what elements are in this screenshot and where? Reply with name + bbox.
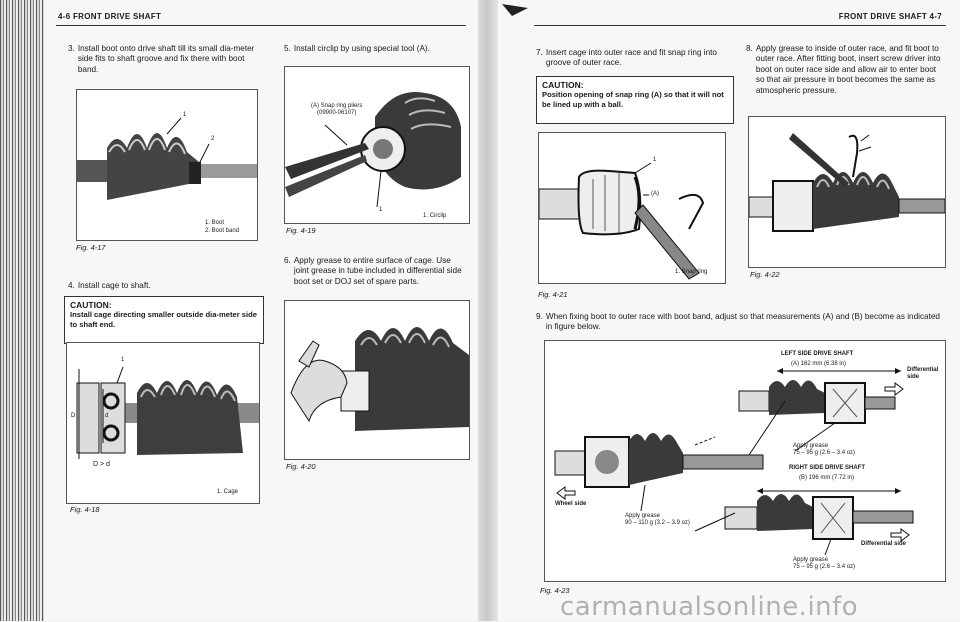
legend-item: 2. Boot band (205, 227, 240, 234)
caution-title: CAUTION: (542, 80, 584, 90)
greasing-cage-illustration (290, 327, 469, 431)
drive-shaft-assembly-illustration (554, 368, 914, 556)
right-drive-shaft-title: RIGHT SIDE DRIVE SHAFT (789, 465, 866, 471)
step-number: 4. (68, 281, 75, 290)
step-number: 7. (536, 48, 543, 57)
grease-title: Apply grease (625, 513, 661, 519)
step-text: Install cage to shaft. (77, 281, 151, 290)
figure-caption: Fig. 4-22 (750, 270, 780, 279)
right-page: FRONT DRIVE SHAFT 4-7 7. Insert cage int… (498, 0, 960, 621)
legend-item: 1. Boot (205, 220, 225, 226)
caution-box: CAUTION: Position opening of snap ring (… (536, 76, 734, 124)
figure-legend: 1. Circlip (423, 213, 446, 221)
header-rule-right (534, 25, 946, 26)
figure-caption: Fig. 4-23 (540, 586, 570, 595)
step-number: 5. (284, 44, 291, 53)
callout-1: 1 (653, 157, 657, 163)
step-3: 3. Install boot onto drive shaft till it… (68, 44, 260, 75)
screwdriver-in-boot-illustration (749, 133, 945, 232)
step-7: 7. Insert cage into outer race and fit s… (536, 48, 728, 69)
figure-4-23: LEFT SIDE DRIVE SHAFT (A) 162 mm (6.38 i… (544, 340, 946, 582)
step-4: 4. Install cage to shaft. (68, 281, 260, 291)
page-corner-mark (502, 4, 528, 16)
figure-caption: Fig. 4-19 (286, 226, 316, 235)
boot-on-shaft-illustration (77, 117, 257, 200)
figure-caption: Fig. 4-18 (70, 505, 100, 514)
left-page: 4-6 FRONT DRIVE SHAFT 3. Install boot on… (0, 0, 478, 621)
page-gutter (478, 0, 498, 621)
grease-title: Apply grease (793, 557, 829, 563)
differential-side-label: Differential side (861, 541, 907, 547)
caution-title: CAUTION: (70, 300, 112, 310)
step-6: 6. Apply grease to entire surface of cag… (284, 256, 468, 287)
figure-legend: 1. Boot 2. Boot band (205, 220, 239, 235)
grease-note-wheel: Apply grease 90 – 110 g (3.2 – 3.9 oz) (625, 513, 690, 527)
header-rule-left (56, 25, 466, 26)
callout-A: (A) (651, 191, 659, 197)
grease-amount: 75 – 95 g (2.6 – 3.4 oz) (793, 450, 856, 456)
legend-item: 1. Snap ring (675, 269, 708, 275)
grease-note-top: Apply grease 75 – 95 g (2.6 – 3.4 oz) (793, 443, 855, 457)
callout-1: 1 (121, 357, 125, 363)
wheel-side-label: Wheel side (555, 501, 587, 507)
snap-ring-illustration (539, 162, 705, 280)
step-text: Apply grease to inside of outer race, an… (755, 44, 941, 95)
watermark-text: carmanualsonline.info (560, 592, 859, 622)
caution-box: CAUTION: Install cage directing smaller … (64, 296, 264, 344)
figure-caption: Fig. 4-20 (286, 462, 316, 471)
legend-item: 1. Cage (217, 489, 239, 495)
step-text: Insert cage into outer race and fit snap… (545, 48, 717, 68)
page-header-right: FRONT DRIVE SHAFT 4-7 (838, 12, 942, 21)
step-number: 6. (284, 256, 291, 265)
page-header-left: 4-6 FRONT DRIVE SHAFT (58, 12, 162, 21)
left-drive-shaft-title: LEFT SIDE DRIVE SHAFT (781, 351, 854, 357)
figure-caption: Fig. 4-17 (76, 243, 106, 252)
step-number: 3. (68, 44, 75, 53)
cage-on-shaft-illustration (76, 366, 259, 459)
figure-legend: 1. Snap ring (675, 269, 707, 277)
figure-4-21: 1 (A) 1. Snap ring (538, 132, 726, 284)
caution-body: Position opening of snap ring (A) so tha… (542, 90, 724, 109)
callout-1: 1 (183, 112, 187, 118)
figure-legend: 1. Cage (217, 489, 238, 497)
figure-4-18: 1 D d D > d 1. Cage (66, 342, 260, 504)
circlip-pliers-illustration (285, 92, 461, 208)
tool-label: (A) Snap ring pliers (09900-06107) (311, 103, 362, 117)
callout-1: 1 (379, 207, 383, 213)
step-text: Install boot onto drive shaft till its s… (77, 44, 255, 74)
page-binding-edge (0, 0, 44, 621)
tool-number: (09900-06107) (317, 110, 357, 116)
dimension-a-label: (A) 162 mm (6.38 in) (791, 361, 847, 367)
grease-amount: 90 – 110 g (3.2 – 3.9 oz) (625, 520, 690, 526)
tool-name: (A) Snap ring pliers (311, 103, 363, 109)
grease-note-bottom: Apply grease 75 – 95 g (2.6 – 3.4 oz) (793, 557, 855, 571)
figure-caption: Fig. 4-21 (538, 290, 568, 299)
step-text: When fixing boot to outer race with boot… (545, 312, 940, 332)
step-number: 8. (746, 44, 753, 53)
legend-item: 1. Circlip (423, 213, 447, 219)
figure-4-20 (284, 300, 470, 460)
figure-4-22 (748, 116, 946, 268)
caution-body: Install cage directing smaller outside d… (70, 310, 257, 329)
step-9: 9. When fixing boot to outer race with b… (536, 312, 942, 333)
differential-side-label: Differential side (907, 367, 939, 380)
dimension-relation: D > d (93, 461, 110, 468)
figure-4-17: 1 2 1. Boot 2. Boot band (76, 89, 258, 241)
grease-title: Apply grease (793, 443, 829, 449)
grease-amount: 75 – 95 g (2.6 – 3.4 oz) (793, 564, 856, 570)
callout-2: 2 (211, 136, 215, 142)
figure-4-19: (A) Snap ring pliers (09900-06107) 1 1. … (284, 66, 470, 224)
dimension-b-label: (B) 196 mm (7.72 in) (799, 475, 855, 481)
dimension-D-label: D (71, 413, 76, 419)
step-text: Apply grease to entire surface of cage. … (293, 256, 462, 286)
step-text: Install circlip by using special tool (A… (293, 44, 430, 53)
step-8: 8. Apply grease to inside of outer race,… (746, 44, 942, 96)
step-5: 5. Install circlip by using special tool… (284, 44, 468, 54)
step-number: 9. (536, 312, 543, 321)
dimension-d-label: d (105, 413, 109, 419)
